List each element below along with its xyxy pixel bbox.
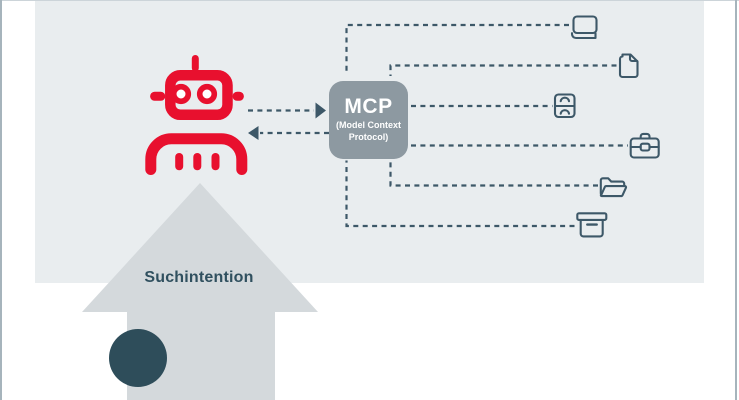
document-icon — [618, 53, 639, 79]
top-border-line — [0, 0, 739, 1]
mcp-subtitle: (Model Context Protocol) — [336, 120, 401, 143]
connector-book — [345, 23, 569, 74]
robot-icon — [145, 55, 248, 175]
origin-circle — [109, 329, 167, 387]
mcp-box: MCP (Model Context Protocol) — [329, 81, 408, 159]
left-border-line — [0, 0, 2, 400]
book-icon — [570, 15, 598, 40]
request-arrow — [248, 102, 326, 119]
connector-lines — [345, 23, 628, 228]
mcp-title: MCP — [344, 95, 393, 119]
briefcase-icon — [629, 132, 660, 159]
connector-document — [389, 64, 617, 76]
drawer-cabinet-icon — [553, 93, 576, 119]
archive-box-icon — [576, 212, 608, 238]
response-arrow — [248, 126, 329, 140]
connector-folder — [389, 160, 598, 187]
search-intention-label: Suchintention — [144, 269, 254, 286]
folder-open-icon — [599, 177, 628, 198]
right-border-line — [735, 0, 737, 400]
connector-archive — [345, 160, 575, 228]
